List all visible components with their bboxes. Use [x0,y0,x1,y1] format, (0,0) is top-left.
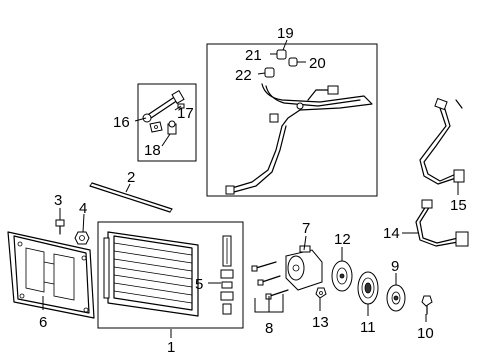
callout-labels: 1 2 3 4 5 6 7 8 9 10 11 12 13 14 15 16 1… [39,25,467,356]
callout-12: 12 [334,231,351,248]
discharge-hose-14 [415,199,469,247]
condenser-1 [103,231,199,317]
callout-7: 7 [302,220,310,237]
callout-17: 17 [177,105,194,122]
callout-5: 5 [195,276,203,293]
callout-8: 8 [265,320,273,337]
valve-parts-group [142,89,185,135]
clutch-coil-12 [331,260,353,292]
leader-lines [42,39,459,338]
callout-21: 21 [245,47,262,64]
nut-4 [74,231,90,245]
compressor-7 [285,245,323,291]
valves-group-box [137,83,197,162]
upper-lines [225,83,373,195]
bolt-13 [315,287,327,299]
callout-6: 6 [39,314,47,331]
callout-4: 4 [79,200,87,217]
pulley-11 [357,271,379,305]
callout-18: 18 [144,142,161,159]
suction-hose-15 [419,97,465,185]
callout-20: 20 [309,55,326,72]
callout-15: 15 [450,197,467,214]
caps-group [264,49,298,78]
shroud-bracket [7,231,95,319]
bolt-10 [421,295,433,315]
callout-1: 1 [167,339,175,356]
callout-14: 14 [383,225,400,242]
callout-16: 16 [113,114,130,131]
seal-strip-2 [89,182,173,213]
upper-lines-group-box [206,43,378,197]
callout-2: 2 [127,169,135,186]
clutch-hub-9 [386,284,406,312]
drier-5 [220,235,234,315]
callout-9: 9 [391,258,399,275]
callout-13: 13 [312,314,329,331]
bolt-3 [55,219,65,235]
callout-22: 22 [235,67,252,84]
callout-10: 10 [417,325,434,342]
callout-3: 3 [54,192,62,209]
callout-19: 19 [277,25,294,42]
callout-11: 11 [360,319,376,336]
condenser-group-box [97,221,244,329]
mounting-bolts-8 [251,261,289,300]
